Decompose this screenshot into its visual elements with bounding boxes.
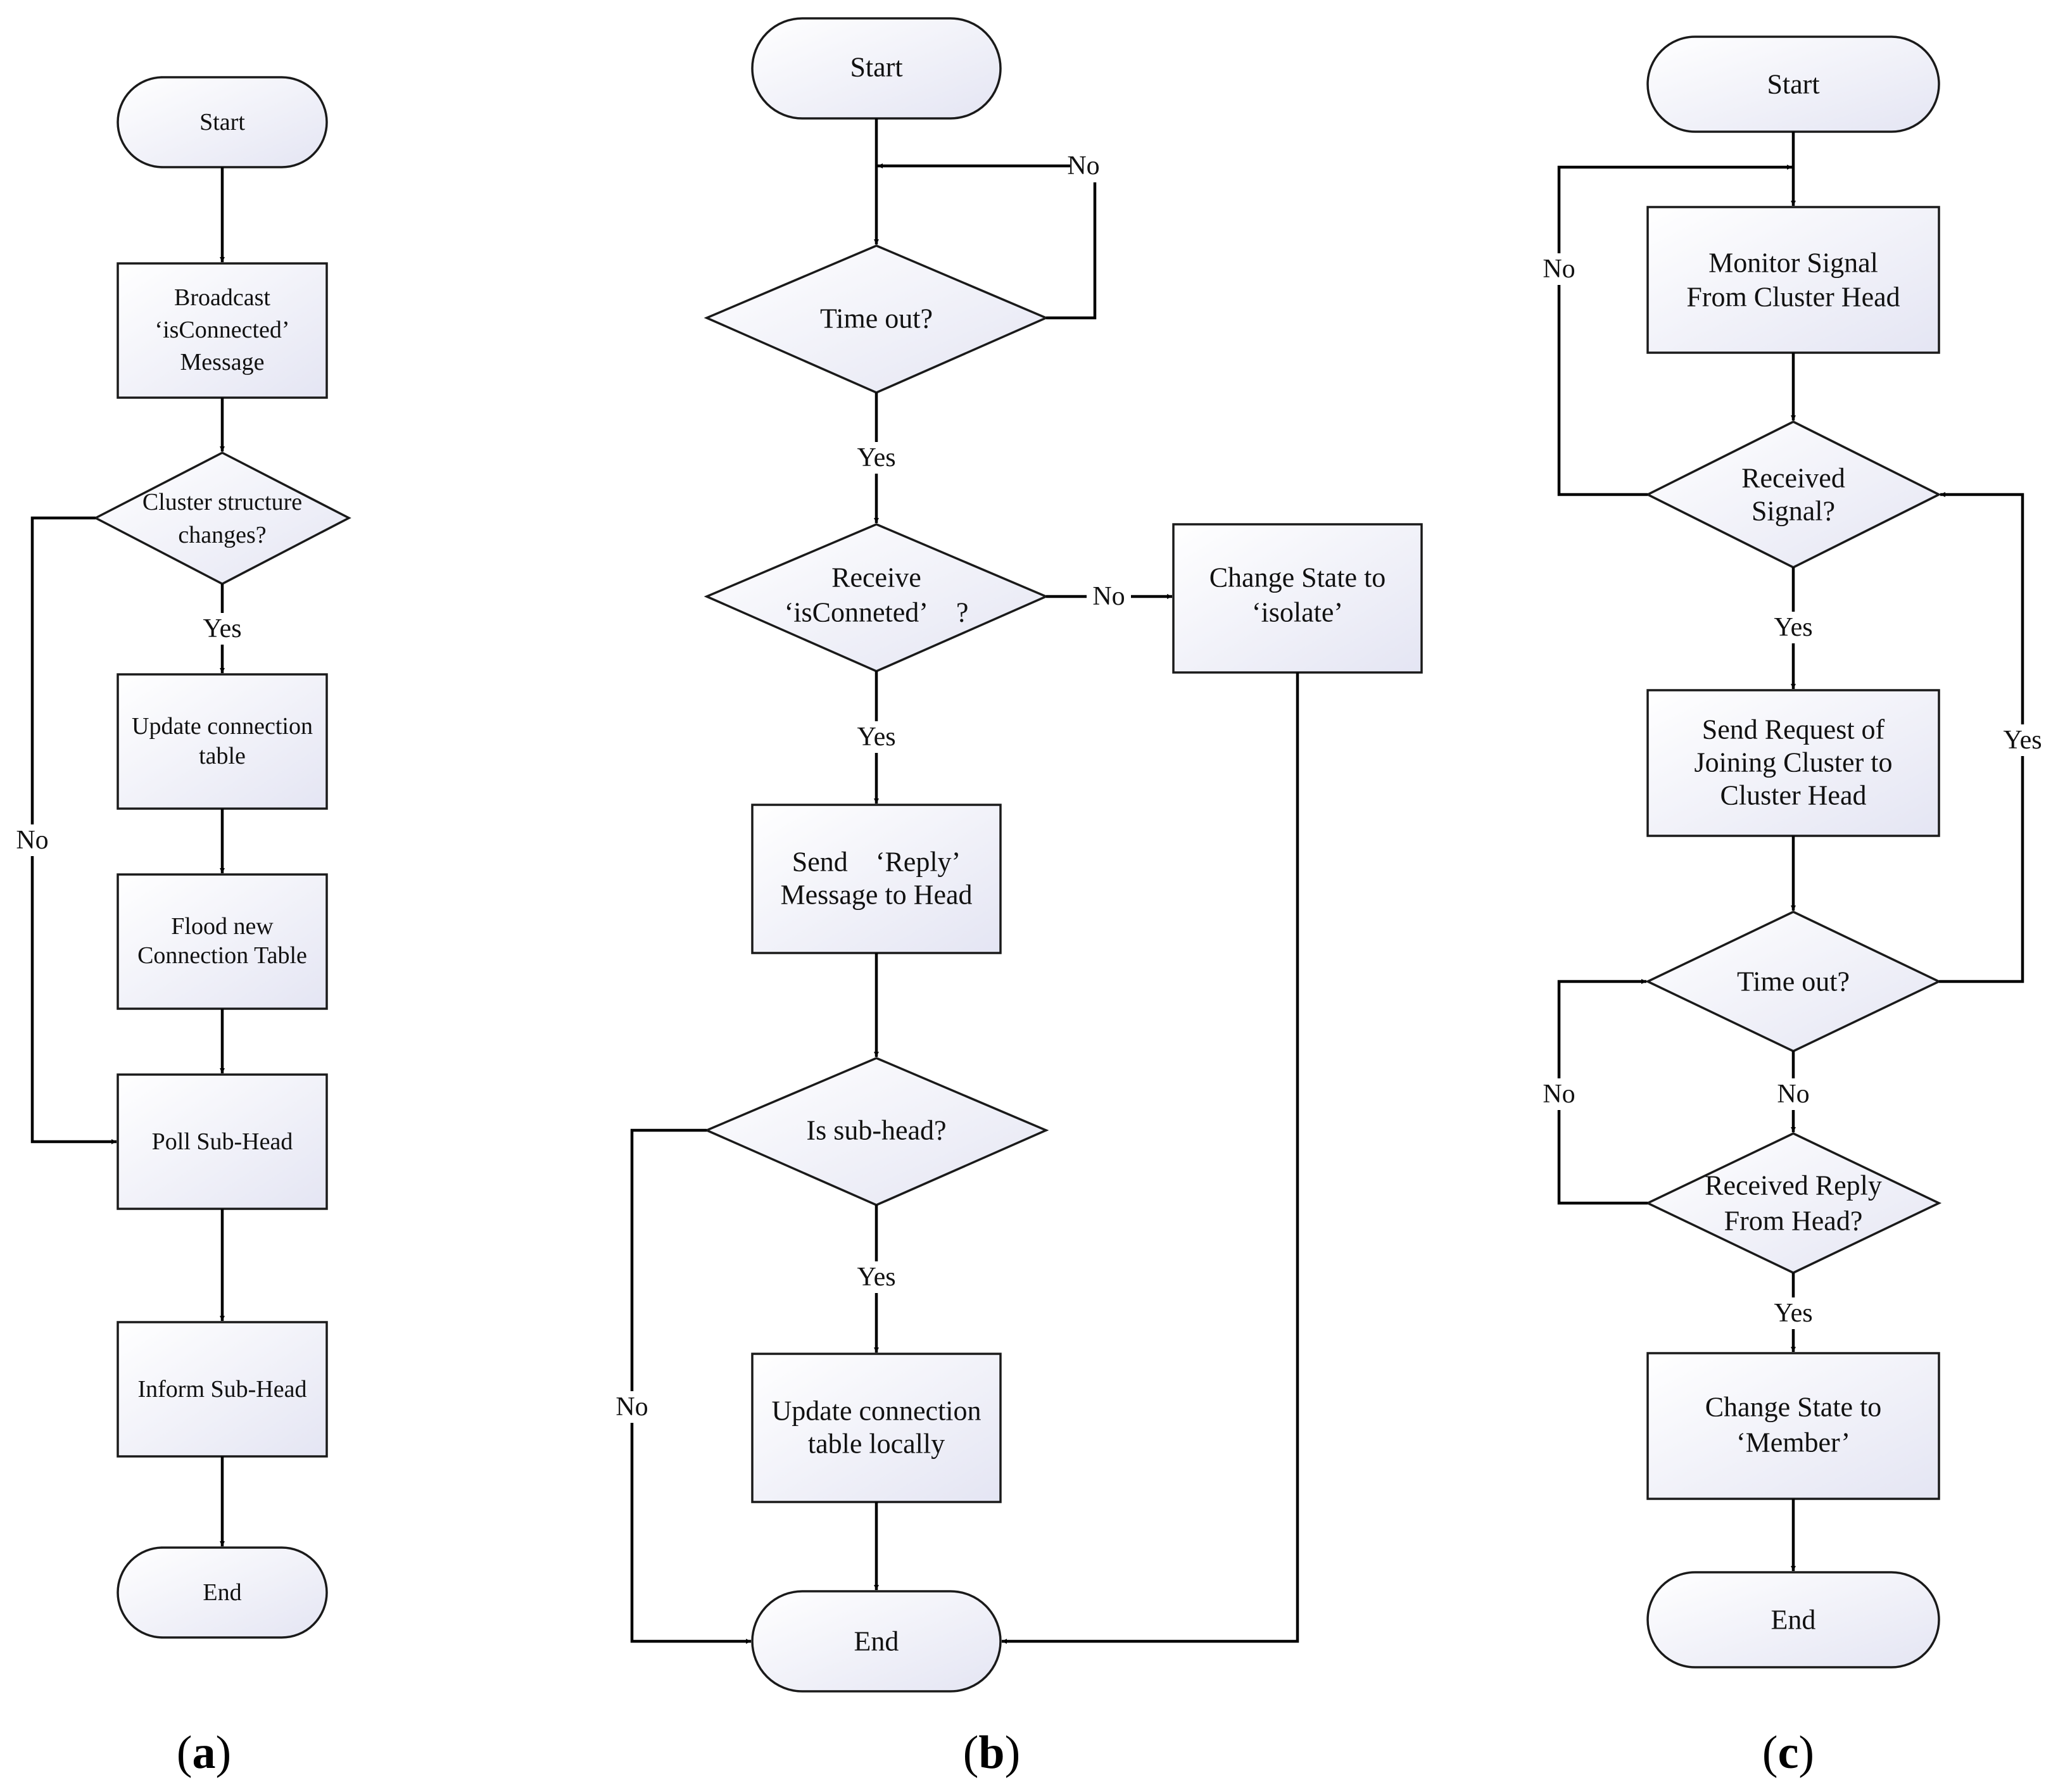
flood-table-process-a bbox=[117, 873, 328, 1010]
yes-label-c: Yes bbox=[1774, 1299, 1812, 1328]
receive-label-b: ‘isConneted’ ? bbox=[785, 597, 969, 628]
change-state-label-c: ‘Member’ bbox=[1736, 1427, 1850, 1458]
received-label-c: Received bbox=[1741, 463, 1845, 494]
monitor-label-c: Monitor Signal bbox=[1708, 248, 1878, 279]
update-table-process-a bbox=[117, 673, 328, 810]
no-label-c: No bbox=[1777, 1080, 1809, 1109]
start-label-a: Start bbox=[199, 109, 245, 136]
update-label-b: table locally bbox=[808, 1429, 945, 1460]
yes-label-c: Yes bbox=[2003, 726, 2042, 755]
received-signal-decision-c bbox=[1645, 420, 1941, 569]
no-label-c: No bbox=[1543, 255, 1575, 284]
received-reply-decision-c bbox=[1645, 1132, 1942, 1274]
monitor-label-c: From Cluster Head bbox=[1686, 282, 1900, 313]
broadcast-label-a: Broadcast bbox=[174, 284, 270, 311]
end-terminal-c bbox=[1646, 1571, 1940, 1669]
receive-label-b: Receive bbox=[831, 562, 921, 593]
no-label-b: No bbox=[1092, 582, 1125, 611]
connector-no-b bbox=[878, 163, 1097, 320]
flood-label-a: Connection Table bbox=[137, 942, 307, 969]
end-label-b: End bbox=[854, 1626, 899, 1657]
change-state-process-c bbox=[1646, 1352, 1940, 1500]
update-label-b: Update connection bbox=[771, 1396, 981, 1427]
connector-b bbox=[1002, 672, 1299, 1644]
no-label-b: No bbox=[1067, 151, 1099, 180]
yes-label-b: Yes bbox=[857, 722, 895, 752]
yes-label-b: Yes bbox=[857, 443, 895, 472]
update-label-a: Update connection bbox=[132, 713, 313, 740]
send-label-c: Send Request of bbox=[1702, 714, 1885, 745]
send-request-process-c bbox=[1646, 689, 1940, 837]
start-label-c: Start bbox=[1767, 69, 1819, 100]
broadcast-label-a: Message bbox=[180, 349, 265, 375]
send-label-c: Cluster Head bbox=[1720, 780, 1867, 811]
reply-label-c: Received Reply bbox=[1705, 1170, 1882, 1201]
end-label-a: End bbox=[203, 1579, 241, 1606]
inform-label-a: Inform Sub-Head bbox=[138, 1376, 307, 1403]
yes-label-b: Yes bbox=[857, 1263, 895, 1292]
send-reply-process-b bbox=[751, 804, 1002, 954]
poll-subhead-process-a bbox=[117, 1073, 328, 1210]
end-label-c: End bbox=[1771, 1605, 1816, 1636]
flowchart-a: Start Broadcast ‘isConnected’ Message Cl… bbox=[11, 76, 351, 1779]
end-terminal-b bbox=[751, 1590, 1002, 1693]
end-terminal-a bbox=[117, 1546, 328, 1639]
cluster-change-decision-a bbox=[93, 451, 351, 585]
timeout-label-b: Time out? bbox=[820, 303, 933, 334]
caption-c: (c) bbox=[1762, 1727, 1814, 1779]
no-label-c: No bbox=[1543, 1080, 1575, 1109]
connector-no-c bbox=[1557, 165, 1792, 496]
subhead-label-b: Is sub-head? bbox=[806, 1115, 946, 1146]
poll-label-a: Poll Sub-Head bbox=[152, 1128, 293, 1155]
decision-label-a: changes? bbox=[178, 522, 266, 548]
caption-a: (a) bbox=[177, 1727, 231, 1779]
monitor-process-c bbox=[1646, 206, 1940, 354]
no-label-a: No bbox=[16, 826, 48, 855]
timeout-label-c: Time out? bbox=[1737, 966, 1850, 997]
update-label-a: table bbox=[199, 743, 246, 769]
no-label-b: No bbox=[616, 1392, 648, 1422]
decision-label-a: Cluster structure bbox=[142, 489, 302, 515]
flowchart-c: Start Monitor Signal From Cluster Head R… bbox=[1537, 35, 2048, 1779]
broadcast-label-a: ‘isConnected’ bbox=[155, 317, 289, 343]
update-local-process-b bbox=[751, 1353, 1002, 1503]
broadcast-process-a bbox=[117, 262, 328, 399]
flood-label-a: Flood new bbox=[171, 913, 274, 940]
connector-no-b bbox=[630, 1128, 751, 1644]
change-state-label-c: Change State to bbox=[1705, 1392, 1882, 1423]
start-label-b: Start bbox=[850, 52, 902, 83]
yes-label-a: Yes bbox=[203, 614, 241, 643]
reply-label-c: From Head? bbox=[1724, 1206, 1863, 1237]
caption-b: (b) bbox=[963, 1727, 1020, 1779]
received-label-c: Signal? bbox=[1752, 496, 1835, 527]
flowchart-b: Start Time out? Receive ‘isConneted’ ? C… bbox=[610, 17, 1423, 1779]
send-label-b: Send ‘Reply’ bbox=[792, 847, 961, 878]
send-label-b: Message to Head bbox=[780, 880, 972, 911]
inform-subhead-process-a bbox=[117, 1321, 328, 1458]
change-state-label-b: ‘isolate’ bbox=[1252, 597, 1343, 628]
yes-label-c: Yes bbox=[1774, 613, 1812, 642]
change-state-process-b bbox=[1172, 523, 1423, 674]
send-label-c: Joining Cluster to bbox=[1695, 747, 1893, 778]
change-state-label-b: Change State to bbox=[1209, 562, 1386, 593]
